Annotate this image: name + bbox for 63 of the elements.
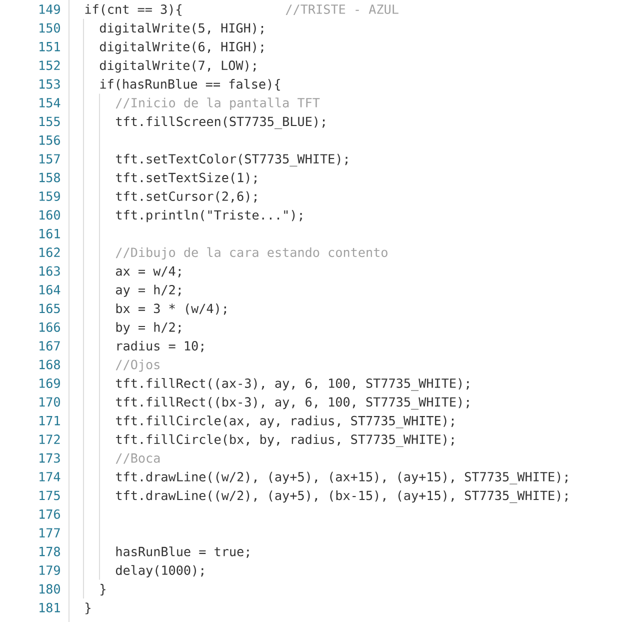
line-number: 172 bbox=[40, 434, 60, 444]
line-number: 174 bbox=[40, 472, 60, 482]
code-line: tft.fillCircle(ax, ay, radius, ST7735_WHITE); bbox=[116, 416, 454, 428]
code-comment: //Ojos bbox=[116, 360, 160, 372]
code-comment: //TRISTE - AZUL bbox=[286, 4, 398, 15]
line-number: 149 bbox=[40, 4, 60, 14]
line-number: 171 bbox=[40, 416, 60, 426]
line-number: 158 bbox=[40, 172, 60, 182]
line-number: 152 bbox=[40, 60, 60, 70]
code-line: tft.fillScreen(ST7735_BLUE); bbox=[116, 116, 325, 129]
line-number: 159 bbox=[40, 191, 60, 201]
code-comment: //Boca bbox=[116, 453, 160, 464]
line-number: 170 bbox=[40, 397, 60, 407]
line-number: 162 bbox=[40, 248, 60, 258]
line-number: 177 bbox=[40, 528, 60, 538]
code-line: digitalWrite(6, HIGH); bbox=[100, 42, 264, 54]
code-line: tft.fillRect((bx-3), ay, 6, 100, ST7735_WHITE); bbox=[116, 396, 469, 410]
code-line: by = h/2; bbox=[116, 322, 181, 334]
line-number: 153 bbox=[40, 79, 60, 89]
line-number: 168 bbox=[40, 360, 60, 370]
line-number: 160 bbox=[40, 210, 60, 220]
code-line: delay(1000); bbox=[116, 565, 204, 578]
code-line: hasRunBlue = true; bbox=[116, 546, 249, 558]
line-number: 163 bbox=[40, 266, 60, 276]
line-number: 164 bbox=[40, 284, 60, 294]
line-number: 181 bbox=[40, 602, 60, 612]
line-number: 179 bbox=[40, 565, 60, 575]
line-number: 173 bbox=[40, 453, 60, 463]
line-number: 166 bbox=[40, 322, 60, 332]
line-number: 165 bbox=[40, 304, 60, 314]
code-line: digitalWrite(7, LOW); bbox=[100, 60, 256, 73]
line-number: 167 bbox=[40, 341, 60, 351]
code-line: } bbox=[100, 584, 106, 596]
code-line: tft.setTextColor(ST7735_WHITE); bbox=[116, 154, 348, 166]
code-line: tft.fillRect((ax-3), ay, 6, 100, ST7735_WHITE); bbox=[116, 378, 469, 391]
code-line: } bbox=[86, 602, 90, 614]
line-number: 176 bbox=[40, 509, 60, 519]
line-number: 156 bbox=[40, 135, 60, 145]
line-number: 175 bbox=[40, 490, 60, 500]
code-line: digitalWrite(5, HIGH); bbox=[100, 22, 264, 36]
code-comment: //Dibujo de la cara estando contento bbox=[116, 247, 388, 260]
code-line: ay = h/2; bbox=[116, 284, 181, 297]
line-number: 155 bbox=[40, 116, 60, 126]
code-line: tft.setTextSize(1); bbox=[116, 172, 256, 184]
code-line: bx = 3 * (w/4); bbox=[116, 303, 226, 315]
code-line: tft.println("Triste..."); bbox=[116, 210, 302, 222]
line-number: 151 bbox=[40, 42, 60, 52]
code-line: radius = 10; bbox=[117, 340, 204, 352]
line-number: 154 bbox=[40, 98, 60, 108]
code-line: tft.drawLine((w/2), (ay+5), (bx-15), (ay+15), ST7735_WHITE); bbox=[116, 490, 568, 503]
code-comment: //Inicio de la pantalla TFT bbox=[116, 98, 320, 110]
code-line: tft.setCursor(2,6); bbox=[116, 191, 256, 203]
code-line: tft.fillCircle(bx, by, radius, ST7735_WHITE); bbox=[116, 434, 454, 447]
code-line: tft.drawLine((w/2), (ay+5), (ax+15), (ay+15), ST7735_WHITE); bbox=[116, 472, 568, 484]
code-line: if(hasRunBlue == false){ bbox=[100, 78, 280, 91]
code-line: if(cnt == 3){ bbox=[85, 4, 182, 16]
line-number: 150 bbox=[40, 23, 60, 33]
line-number: 157 bbox=[40, 154, 60, 164]
line-number: 180 bbox=[40, 584, 60, 594]
line-number: 178 bbox=[40, 546, 60, 556]
code-line: ax = w/4; bbox=[116, 266, 181, 278]
line-number: 161 bbox=[40, 228, 60, 238]
line-number: 169 bbox=[40, 378, 60, 388]
